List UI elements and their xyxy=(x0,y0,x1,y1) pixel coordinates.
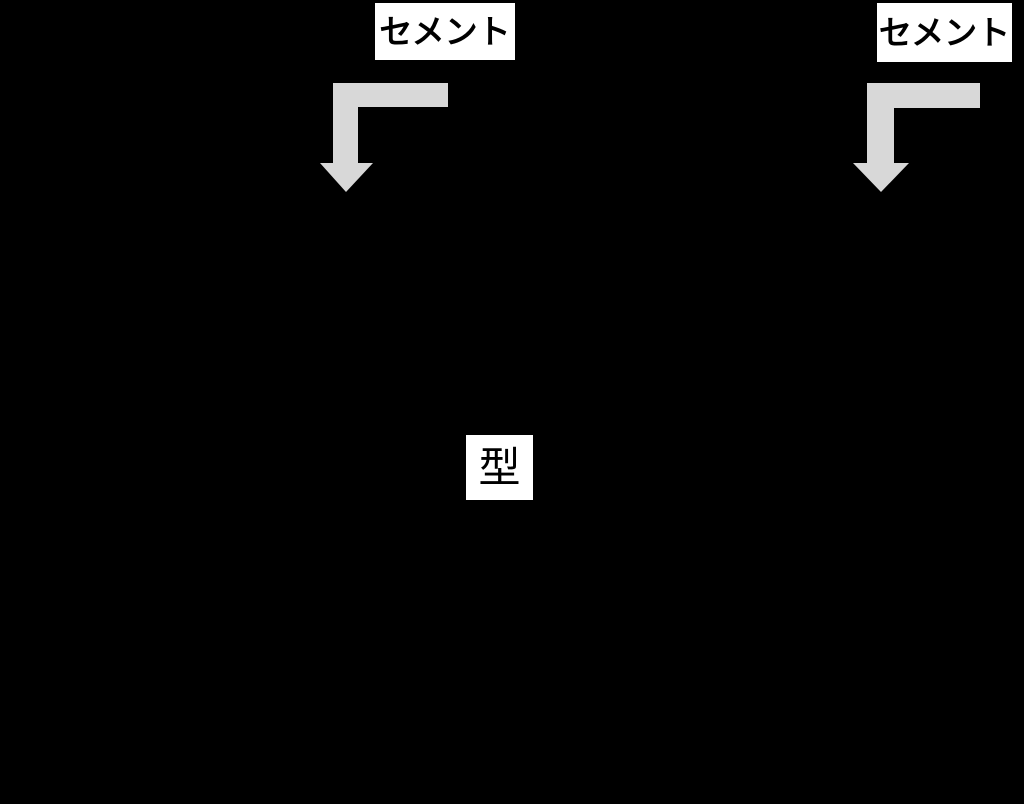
cement-pour-arrow-left-icon xyxy=(320,83,448,192)
cement-pour-arrow-right-icon xyxy=(853,83,980,192)
cement-label-right: セメント xyxy=(877,3,1012,62)
mold-label-text: 型 xyxy=(478,443,521,491)
cement-label-left: セメント xyxy=(375,3,515,60)
cement-label-right-text: セメント xyxy=(878,14,1011,51)
cement-label-left-text: セメント xyxy=(379,13,511,50)
mold-label: 型 xyxy=(466,435,533,500)
